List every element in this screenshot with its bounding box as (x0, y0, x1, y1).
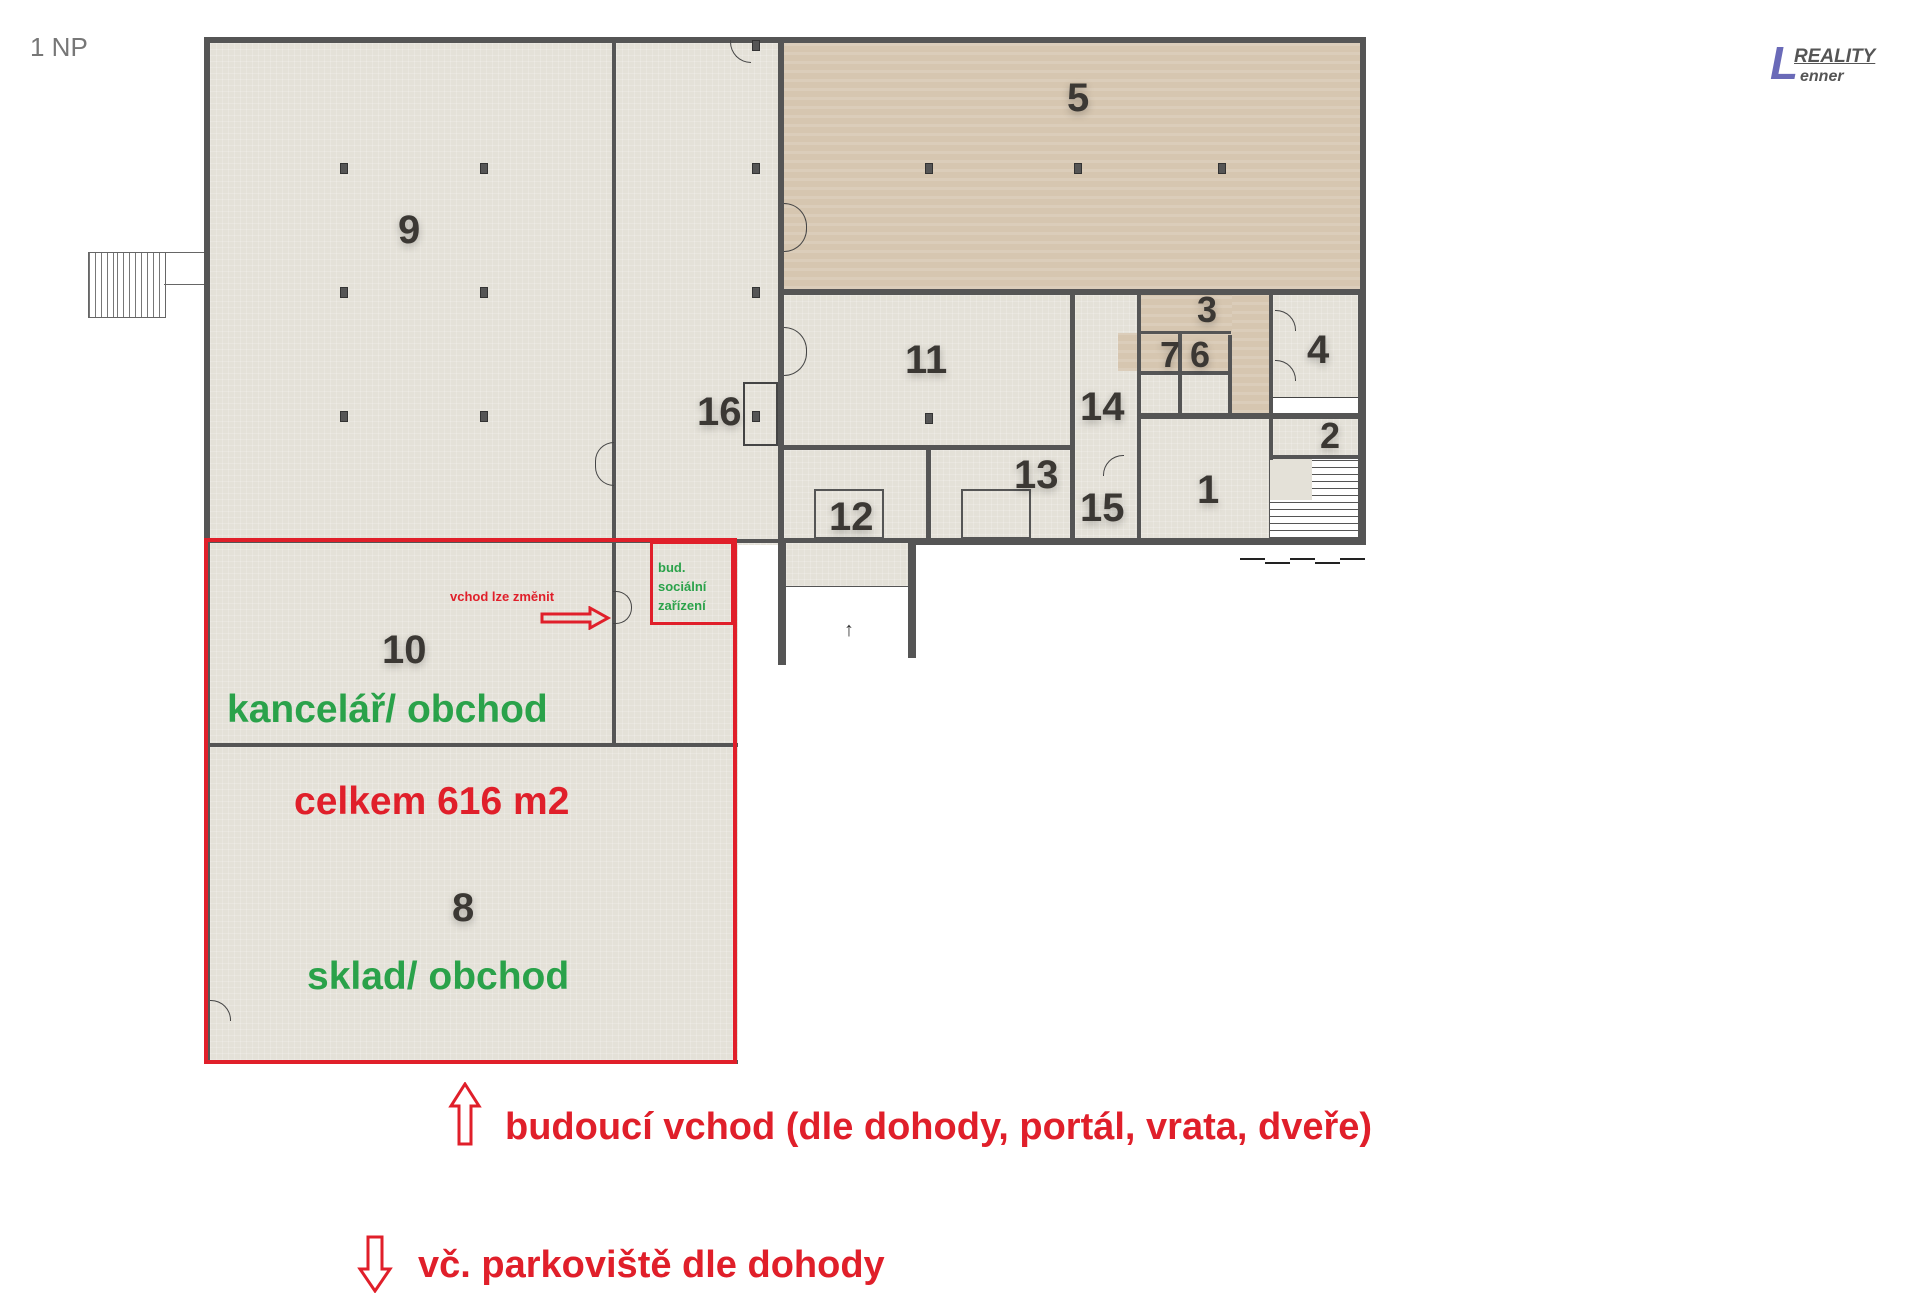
total-area-label: celkem 616 m2 (294, 780, 570, 823)
room-9-floor (210, 43, 612, 539)
logo-line1: REALITY (1794, 46, 1876, 67)
wall (1141, 331, 1231, 334)
wall (784, 289, 1360, 295)
wall (926, 450, 930, 538)
column (340, 163, 348, 174)
ramp-wall-left (778, 543, 786, 665)
wall (1070, 336, 1074, 538)
room-11-floor (784, 295, 1070, 445)
room-label-10: 10 (382, 628, 427, 672)
room-12-box (814, 489, 884, 539)
room-5-floor (784, 43, 1360, 289)
sanitary-area-outline (650, 541, 734, 625)
column (1218, 163, 1226, 174)
room-label-4: 4 (1307, 328, 1330, 372)
scale-bar (1240, 558, 1365, 570)
wall (612, 43, 615, 743)
room-label-13: 13 (1014, 453, 1059, 497)
ramp-wall-right (908, 543, 916, 658)
wall (1178, 333, 1182, 413)
column (752, 163, 760, 174)
room-label-14: 14 (1080, 385, 1125, 429)
room-12-floor (784, 450, 926, 538)
rental-area-outline (204, 538, 737, 1064)
room-label-1: 1 (1197, 468, 1220, 512)
room-8-floor (210, 747, 778, 1060)
kitchenette (1273, 397, 1358, 414)
room-1-floor (1141, 419, 1269, 538)
logo: L REALITY enner (1770, 37, 1910, 90)
logo-line2: enner (1800, 68, 1844, 85)
room-label-16: 16 (697, 390, 742, 434)
column (340, 287, 348, 298)
room-label-8: 8 (452, 886, 475, 930)
room-6-floor (1182, 333, 1228, 371)
column (752, 411, 760, 422)
room-13-floor (931, 450, 1070, 538)
room-label-9: 9 (398, 208, 421, 252)
room-label-15: 15 (1080, 486, 1125, 530)
room-label-7: 7 (1160, 334, 1181, 375)
sanitary-label: bud. sociální zařízení (658, 560, 707, 613)
room-10-floor (210, 543, 612, 743)
column (925, 413, 933, 424)
column (480, 163, 488, 174)
room-10-use-label: kancelář/ obchod (227, 688, 548, 731)
down-arrow-icon (357, 1235, 393, 1298)
entrance-arrow-icon (540, 605, 612, 635)
room-label-2: 2 (1320, 415, 1341, 456)
column (480, 411, 488, 422)
toilet-cubicles (1141, 375, 1228, 413)
wall (1141, 413, 1358, 418)
room-8-use-label: sklad/ obchod (307, 955, 570, 998)
staircase-left (88, 252, 166, 318)
up-arrow-icon (448, 1081, 482, 1151)
room-16-box (743, 382, 778, 446)
future-entrance-label: budoucí vchod (dle dohody, portál, vrata… (505, 1106, 1373, 1148)
wall (210, 743, 615, 746)
logo-letter: L (1770, 37, 1799, 89)
wall (1273, 455, 1358, 459)
room-13-box (961, 489, 1031, 539)
room-2-floor (1273, 419, 1358, 455)
ramp-landing (786, 543, 908, 587)
wall (784, 445, 1074, 450)
wall (1137, 295, 1141, 538)
column (340, 411, 348, 422)
entrance-note: vchod lze změnit (450, 589, 555, 604)
room-label-11: 11 (905, 338, 948, 382)
room-16-floor (616, 43, 778, 539)
column (925, 163, 933, 174)
column (480, 287, 488, 298)
parking-label: vč. parkoviště dle dohody (418, 1244, 885, 1286)
room-3-corridor (1232, 295, 1269, 413)
wall (1269, 295, 1273, 460)
room-label-6: 6 (1190, 334, 1211, 375)
column (752, 287, 760, 298)
ramp-arrow-icon: ↑ (844, 619, 854, 641)
room-label-3: 3 (1197, 289, 1218, 330)
column (752, 40, 760, 51)
room-7-floor (1118, 333, 1178, 371)
floor-label: 1 NP (30, 32, 88, 62)
column (1074, 163, 1082, 174)
wall (778, 43, 784, 541)
room-label-12: 12 (829, 495, 874, 539)
room-label-5: 5 (1067, 76, 1090, 120)
